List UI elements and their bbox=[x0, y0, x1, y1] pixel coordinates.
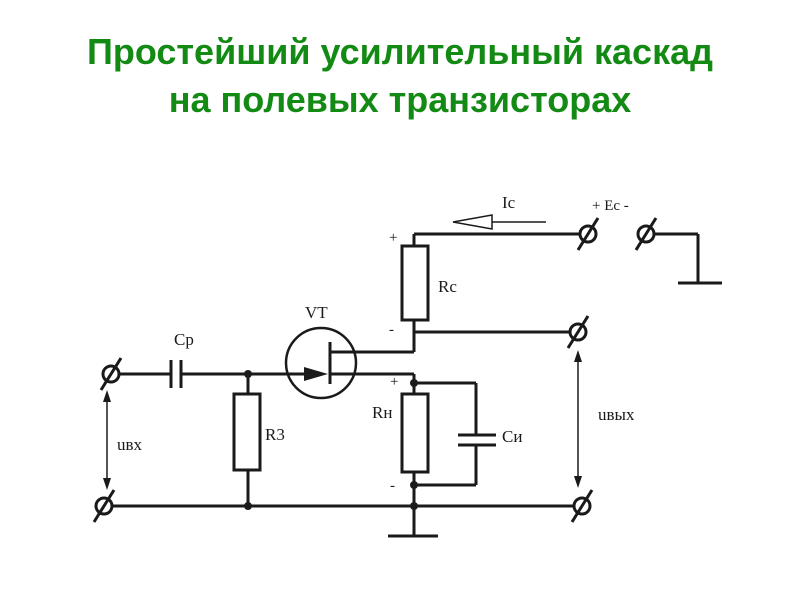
vt-gate-arrow bbox=[304, 367, 328, 381]
rn-minus-sign: - bbox=[390, 478, 395, 494]
rn-resistor bbox=[400, 392, 430, 474]
uvx-arrow-head-top bbox=[103, 390, 111, 402]
ci-label: Cи bbox=[502, 427, 522, 446]
rc-minus-sign: - bbox=[389, 322, 394, 338]
r3-label: R3 bbox=[265, 425, 285, 444]
input-bottom-terminal bbox=[92, 489, 116, 523]
rc-plus-sign: + bbox=[389, 230, 397, 246]
rn-plus-sign: + bbox=[390, 374, 398, 390]
rc-resistor bbox=[400, 244, 430, 322]
uvx-label: uвх bbox=[117, 435, 143, 454]
uvyx-arrow-head-top bbox=[574, 350, 582, 362]
uvyx-arrow-head-bottom bbox=[574, 476, 582, 488]
ec-plus-terminal bbox=[576, 217, 600, 251]
title-line-2: на полевых транзисторах bbox=[168, 79, 632, 120]
output-top-terminal bbox=[566, 315, 590, 349]
vt-label: VT bbox=[305, 303, 328, 322]
slide-title: Простейший усилительный каскад на полевы… bbox=[0, 28, 800, 124]
rn-label: Rн bbox=[372, 403, 392, 422]
uvyx-label: uвых bbox=[598, 405, 635, 424]
r3-resistor bbox=[232, 392, 262, 472]
cp-label: Cp bbox=[174, 330, 194, 349]
rc-label: Rc bbox=[438, 277, 457, 296]
output-bottom-terminal bbox=[570, 489, 594, 523]
ec-label: + Ec - bbox=[592, 198, 629, 214]
ic-label: Ic bbox=[502, 193, 516, 212]
ec-minus-terminal bbox=[634, 217, 658, 251]
ic-arrow-head bbox=[452, 214, 493, 230]
input-top-terminal bbox=[99, 357, 123, 391]
title-line-1: Простейший усилительный каскад bbox=[87, 31, 713, 72]
uvx-arrow-head-bottom bbox=[103, 478, 111, 490]
vt-transistor-body bbox=[284, 326, 358, 400]
